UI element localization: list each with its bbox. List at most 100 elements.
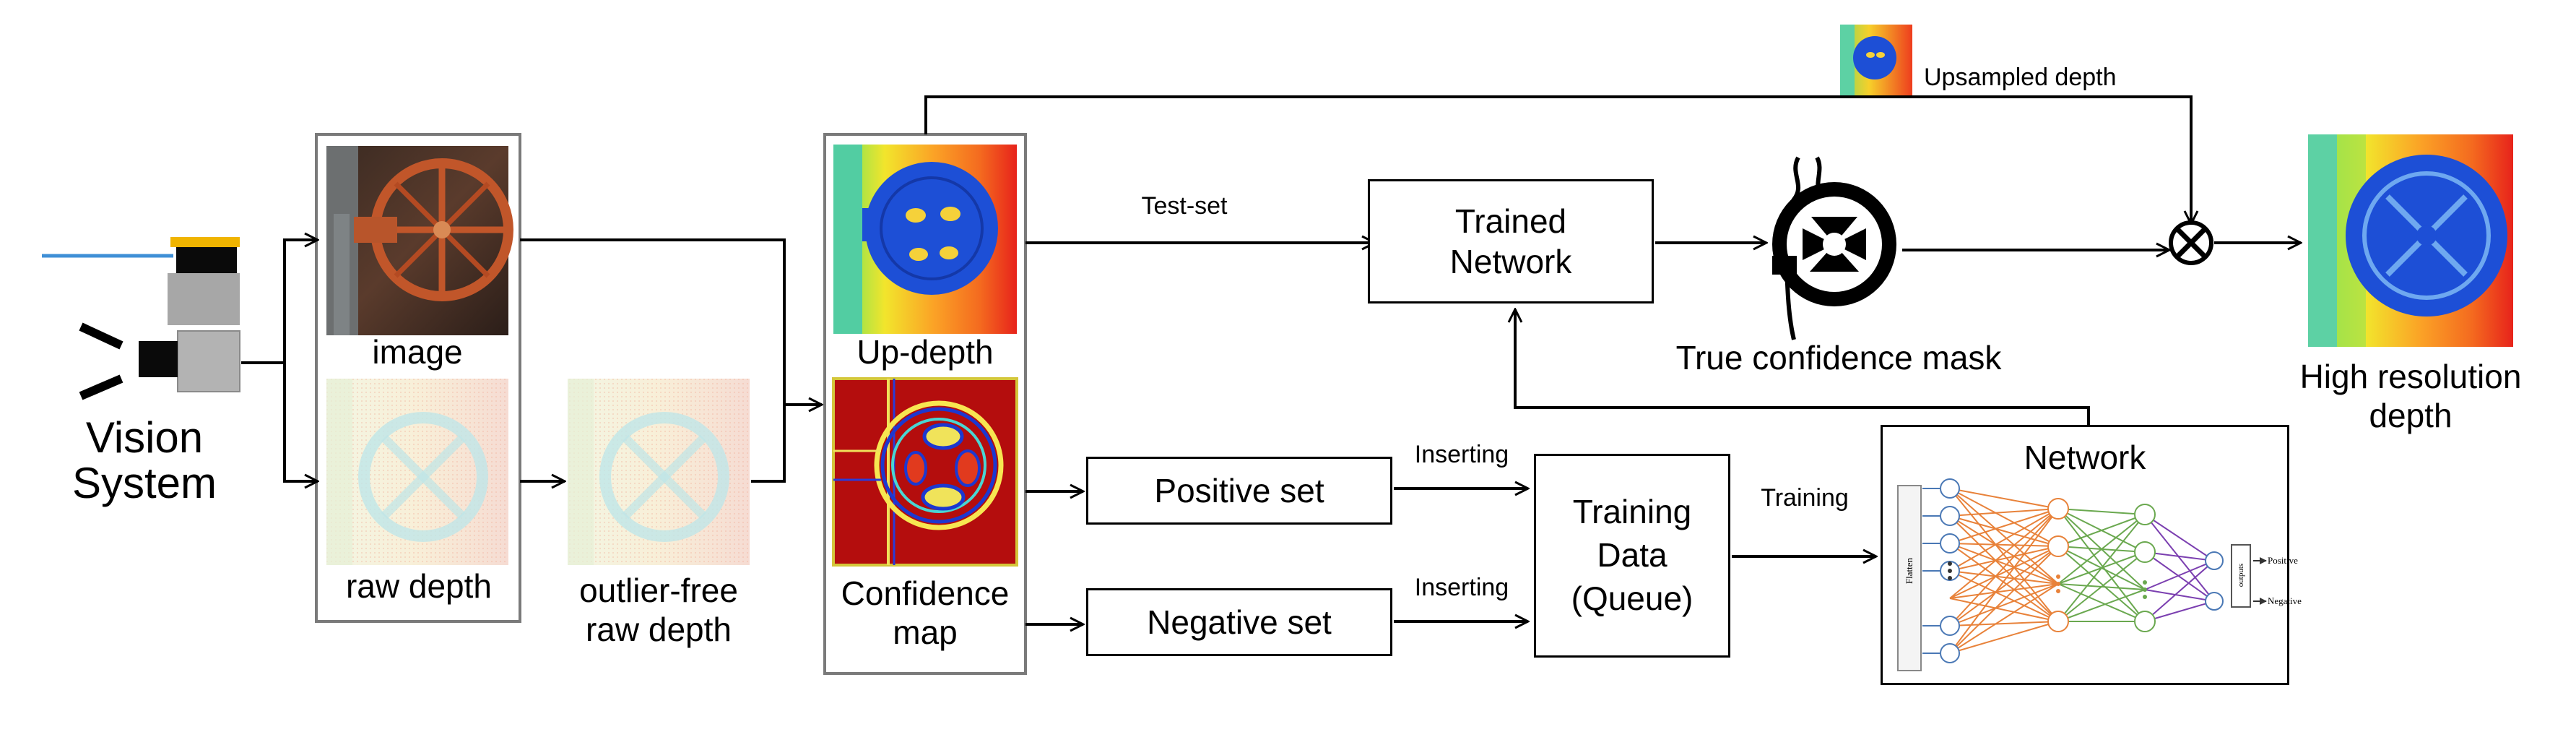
network-node: [2047, 498, 2069, 520]
network-edge: [2144, 551, 2215, 602]
true-confidence-mask-image: [1725, 156, 1896, 341]
network-edge: [1949, 508, 2059, 626]
network-edge: [1949, 583, 2059, 654]
network-edge: [1949, 598, 2059, 622]
confidence-map-label: Confidence map: [841, 574, 1010, 652]
network-node: [2047, 611, 2069, 632]
network-edge: [1949, 543, 2059, 547]
network-node: [2047, 535, 2069, 557]
training-data-label: Training Data (Queue): [1571, 493, 1694, 617]
network-edge: [2057, 551, 2146, 622]
network-edge: [1949, 546, 2059, 599]
network-edge: [1949, 508, 2059, 654]
network-node: [2205, 551, 2224, 570]
arrow-outlier-merge: [751, 405, 786, 483]
raw-depth-label: raw depth: [345, 567, 492, 605]
network-node: [1940, 643, 1960, 663]
training-data-box: Training Data (Queue): [1534, 454, 1730, 658]
network-node: [1940, 478, 1960, 499]
upsampled-depth-thumbnail: [1840, 25, 1912, 98]
true-confidence-mask-label: True confidence mask: [1675, 339, 2002, 376]
network-edge: [1949, 488, 2059, 509]
network-ellipsis-dot: [2143, 587, 2147, 592]
network-edge: [1949, 508, 2059, 517]
network-edge: [1949, 515, 2059, 547]
network-edge: [1949, 508, 2059, 572]
network-ellipsis-dot: [2056, 589, 2060, 593]
network-ellipsis-dot: [2143, 580, 2147, 585]
vision-system-label: Vision System: [71, 413, 217, 507]
multiply-operator-icon: [2169, 220, 2213, 265]
network-edge: [2144, 560, 2215, 590]
network-positive-label: Positive: [2268, 555, 2298, 566]
up-depth-image: [833, 145, 1017, 334]
network-edge: [2057, 514, 2146, 585]
network-ellipsis-dot: [1948, 569, 1952, 573]
vision-system-icon: [42, 237, 240, 400]
network-edge: [2057, 514, 2146, 547]
network-node: [2134, 611, 2156, 632]
connectors: [241, 95, 2301, 624]
network-edge: [1949, 508, 2059, 544]
network-edge: [1949, 570, 2059, 622]
high-resolution-depth-label: High resolution depth: [2299, 358, 2522, 435]
positive-set-label: Positive set: [1154, 471, 1324, 509]
network-edge: [2057, 508, 2146, 622]
network-edge: [2144, 551, 2215, 561]
network-edge: [1949, 508, 2059, 599]
network-edge: [1949, 515, 2059, 585]
trained-network-box: Trained Network: [1368, 179, 1654, 303]
network-edge: [1949, 583, 2059, 626]
network-ellipsis-dot: [2143, 595, 2147, 599]
network-edge: [2144, 600, 2215, 622]
network-edge: [2057, 583, 2146, 622]
negative-set-label: Negative set: [1147, 603, 1332, 641]
network-edge: [2057, 508, 2146, 515]
arrow-to-image: [283, 240, 318, 363]
network-flatten-label: Flatten: [1904, 557, 1914, 585]
network-edge: [1949, 546, 2059, 654]
training-label: Training: [1761, 484, 1849, 512]
network-node: [2134, 504, 2156, 525]
network-edge: [1949, 543, 2059, 585]
network-title: Network: [2024, 439, 2146, 476]
network-edge: [2144, 560, 2215, 622]
network-inset: [1881, 425, 2289, 685]
network-edge: [2144, 589, 2215, 602]
network-node: [1940, 533, 1960, 554]
network-outputs-label: outputs: [2237, 563, 2245, 587]
arrow-network-feedback: [1515, 309, 2090, 425]
network-edge: [2144, 514, 2215, 561]
network-edge: [2057, 546, 2146, 622]
network-ellipsis-dot: [1948, 561, 1952, 566]
confidence-map-image: [832, 377, 1018, 567]
trained-network-label: Trained Network: [1449, 202, 1572, 280]
image-photo: [326, 146, 513, 335]
outlier-free-raw-depth-label: outlier-free raw depth: [579, 572, 738, 649]
arrow-upsampled-depth: [924, 95, 2191, 224]
network-edge: [1949, 543, 2059, 622]
arrow-image-merge: [520, 238, 786, 405]
positive-set-box: Positive set: [1086, 457, 1392, 525]
network-edge: [1949, 546, 2059, 572]
inserting-negative-label: Inserting: [1414, 574, 1509, 601]
network-ellipsis-dot: [2056, 574, 2060, 579]
network-node: [2134, 541, 2156, 563]
network-ellipsis-dot: [1948, 576, 1952, 580]
inserting-positive-label: Inserting: [1414, 441, 1509, 468]
network-edge: [1949, 546, 2059, 626]
input-images-frame: [315, 133, 521, 623]
network-edge: [2144, 514, 2215, 602]
test-set-label: Test-set: [1141, 192, 1228, 220]
network-edge: [2057, 589, 2146, 622]
image-label: image: [372, 333, 463, 371]
outlier-free-raw-depth-image: [568, 379, 750, 565]
high-resolution-depth-image: [2308, 134, 2513, 347]
network-edge: [1949, 488, 2059, 547]
network-edge: [1949, 515, 2059, 622]
network-edge: [1949, 488, 2059, 622]
network-panel-box: Network: [1881, 425, 2289, 685]
network-edge: [1949, 621, 2059, 626]
